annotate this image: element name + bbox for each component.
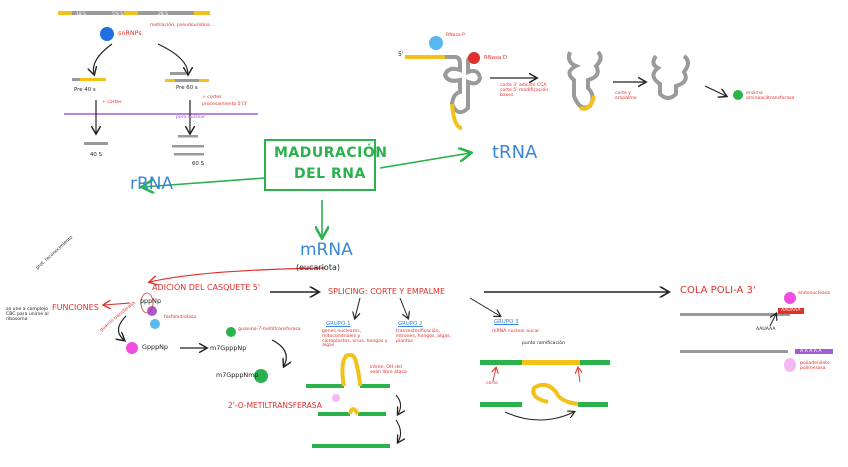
group3-branch: punto ramificación [522,341,566,346]
rrna-precursor-bar [58,11,210,15]
cap-methyl2o: 2'-O-METILTRANSFERASA [228,401,322,410]
rrna-5s-bar [178,135,198,138]
trna-enzyme-dot [733,90,743,100]
rrna-segment-label: 28 S [158,11,168,17]
rrna-pre40s: Pre 40 s [74,87,96,93]
polya-polymerase: poliadenilato polimerasa [800,361,830,371]
rrna-segment-label: 5'8 S [112,11,123,17]
rrna-40s: 40 S [90,152,102,158]
snrnps-dot [100,27,114,41]
group3-desc: mRNA nuclear eucar [492,329,540,334]
arrow-trna-3 [704,85,726,96]
guanyltransferase-dot [126,342,138,354]
trna-enzyme: enzima aminoaciltransferasa [746,91,795,101]
group2-desc: transesterificación, intrones, hongos, a… [396,329,451,344]
polya-tail: A A A A A [800,349,822,354]
group3-exon1: EXÓN 1 [483,357,501,362]
group3-title: GRUPO 3 [494,319,519,325]
rrna-segment-label: 18 S [76,11,86,17]
arrow-to-functions [104,303,131,305]
trna-intermediate [566,50,603,111]
title-line-1: MADURACIÓN [274,145,388,161]
trna-steps: corte 3' adición CCA corte 5' modificaci… [500,83,549,98]
title-box [264,139,376,191]
mrna-func-note-2: se une a complejo CBC para unirse al rib… [6,307,49,322]
pre40s-bar [72,78,106,81]
trna-rnasa-d: RNasa D [484,55,508,61]
mrna-label: mRNA [300,240,353,260]
rrna-28s-bar [174,153,204,156]
cap-seq-4: m7GpppNmp [216,371,259,379]
guanylyl-dot [147,306,157,316]
mrna-sub: (eucariota) [296,263,340,272]
rrna-proc-large-2: procesamiento 5'/3' [202,102,248,107]
mrna-cap-title: ADICIÓN DEL CASQUETE 5' [152,283,261,292]
rrna-5-8s-bar [172,145,204,148]
trna-cut-splice: corte y empalme [615,91,637,101]
polya-endonuclease: endonucleasa [798,291,830,296]
cap-seq-3: m7GpppNp [210,344,247,352]
trna-precursor [405,36,483,130]
arrow-to-trna [379,153,470,169]
trna-label: tRNA [492,142,538,163]
mrna-splicing-title: SPLICING: CORTE Y EMPALME [328,287,446,296]
cap-phosphatase: fosfohidrolasa [164,315,197,320]
arrow-to-pre40s [93,43,113,74]
pre60s-bar [165,79,209,82]
rrna-label: rRNA [130,174,174,194]
group1-desc: genes nucleares, mitocondriales y clorop… [322,329,388,349]
trna-mature [651,54,690,100]
rrna-18s-bar [84,142,108,145]
methyltransferase2o-dot [254,369,268,383]
cap-guanine7: guanina-7-metiltransferasa [238,327,301,332]
trna-5-prime: 5' [398,51,404,58]
phosphohydrolase-dot [150,319,160,329]
rrna-modifications: metilación, pseudouridina... [150,23,215,28]
mrna-functions: FUNCIONES [52,303,99,312]
trna-rnasa-p: RNasa P [446,33,465,38]
arrow-mrna-to-cap [150,267,326,282]
rrna-nuclear-pore: poro nuclear [176,115,205,120]
cap-seq-1: pppNp [140,297,162,305]
arrow-to-rrna [143,177,266,187]
group1-diagram [306,352,401,448]
polya-diagram [680,292,833,372]
pre60s-5s-bar [170,72,186,75]
rrna-snrnps: snRNPs [118,29,142,37]
rrna-proc-small: + cortes [102,100,122,105]
group3-diagram [480,360,610,421]
title-line-2: DEL RNA [294,166,366,182]
group3-cut: corte [486,381,498,386]
polya-aauaaa: AAUAAA [756,327,776,332]
cap-seq-2: GpppNp [142,343,168,351]
group1-intron-note: intrón, OH del exón libre ataca [370,365,407,375]
rrna-pre60s: Pre 60 s [176,85,198,91]
group2-title: GRUPO 2 [398,321,423,327]
rrna-60s: 60 S [192,161,204,167]
arrow-to-pre60s [157,43,188,74]
group1-title: GRUPO 1 [326,321,351,327]
polya-signal: AAUAAA [781,308,801,313]
mrna-polya-title: COLA POLI-A 3' [680,285,756,296]
methyltransferase7-dot [226,327,236,337]
group3-exon2: EXÓN 2 [584,357,602,362]
rrna-proc-large-1: + cortes [202,95,222,100]
